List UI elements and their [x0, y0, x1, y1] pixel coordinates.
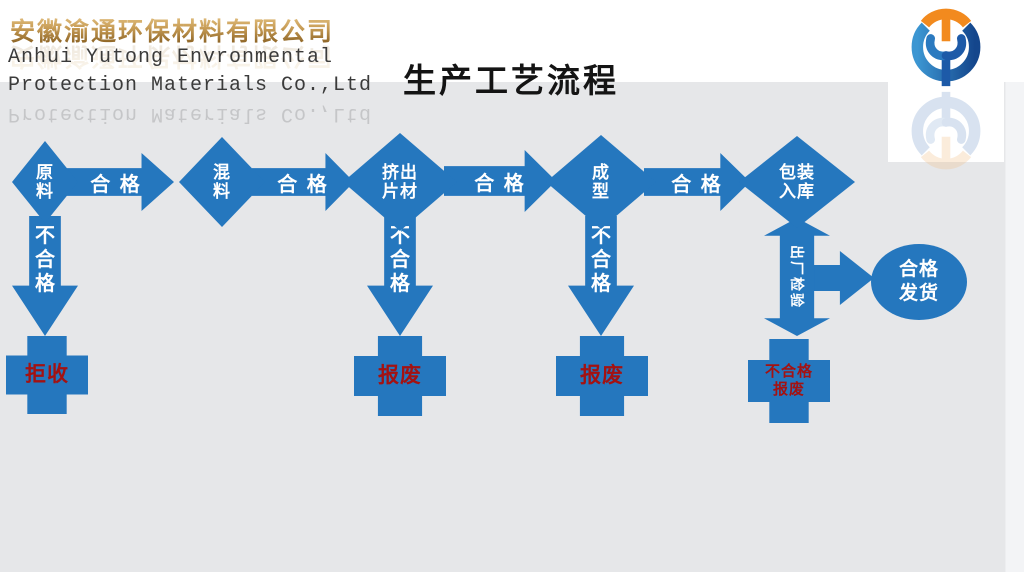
stage-extruded-sheet-label: 挤出片材: [382, 162, 418, 201]
company-name-en-line2: Protection Materials Co.,Ltd: [8, 74, 373, 97]
page-title: 生产工艺流程: [403, 62, 619, 99]
stage-mixing-label: 混料: [212, 162, 231, 201]
stage-packing-warehouse: 包装入库: [739, 136, 855, 228]
company-name-en-line1: Anhui Yutong Envronmental: [8, 46, 334, 69]
fail-arrow-2-label: 不合格: [390, 225, 410, 295]
company-name-cn: 安徽渝通环保材料有限公司: [10, 12, 334, 48]
header-band: [0, 0, 1024, 82]
factory-inspection-label: 出厂检验: [789, 245, 805, 309]
pass-arrow-3-label: 合 格: [474, 172, 526, 195]
yutong-tulip-logo-icon: [911, 8, 981, 87]
outcome-scrap-1: 报废: [354, 336, 446, 416]
stage-raw-material: 原料: [12, 141, 78, 223]
outcome-scrap-1-label: 报废: [378, 364, 422, 388]
fail-arrow-3-label: 不合格: [591, 225, 611, 295]
outcome-scrap-2: 报废: [556, 336, 648, 416]
outcome-reject: 拒收: [6, 336, 88, 414]
outcome-scrap-2-label: 报废: [580, 364, 624, 388]
outcome-reject-label: 拒收: [25, 363, 69, 387]
pass-arrow-2: 合 格: [252, 153, 354, 211]
fail-arrow-2: 不合格: [367, 216, 433, 336]
right-edge-strip: [1005, 82, 1024, 572]
pass-arrow-2-label: 合 格: [277, 173, 329, 196]
fail-arrow-1-label: 不合格: [35, 225, 55, 295]
stage-raw-material-label: 原料: [35, 162, 54, 201]
stage-mixing: 混料: [179, 137, 265, 227]
company-name-en-reflection: Protection Materials Co.,Ltd: [8, 102, 373, 125]
stage-molding-label: 成型: [591, 162, 610, 201]
ship-branch-arrow: [812, 251, 874, 305]
stage-packing-warehouse-label: 包装入库: [779, 162, 815, 201]
outcome-fail-scrap-label: 不合格报废: [765, 363, 814, 398]
stage-extruded-sheet: 挤出片材: [343, 133, 457, 231]
pass-arrow-4: 合 格: [644, 153, 750, 211]
pass-arrow-1-label: 合 格: [90, 173, 142, 196]
yutong-logo-reflection: [911, 91, 981, 170]
fail-arrow-1: 不合格: [12, 216, 78, 336]
pass-arrow-4-label: 合 格: [671, 173, 723, 196]
qualified-shipment-label: 合格发货: [898, 259, 939, 304]
pass-arrow-3: 合 格: [444, 150, 556, 212]
company-logo-box: [888, 0, 1004, 170]
outcome-fail-scrap: 不合格报废: [748, 339, 830, 423]
qualified-shipment-ellipse: 合格发货: [871, 244, 967, 320]
fail-arrow-3: 不合格: [568, 216, 634, 336]
stage-molding: 成型: [546, 135, 656, 229]
